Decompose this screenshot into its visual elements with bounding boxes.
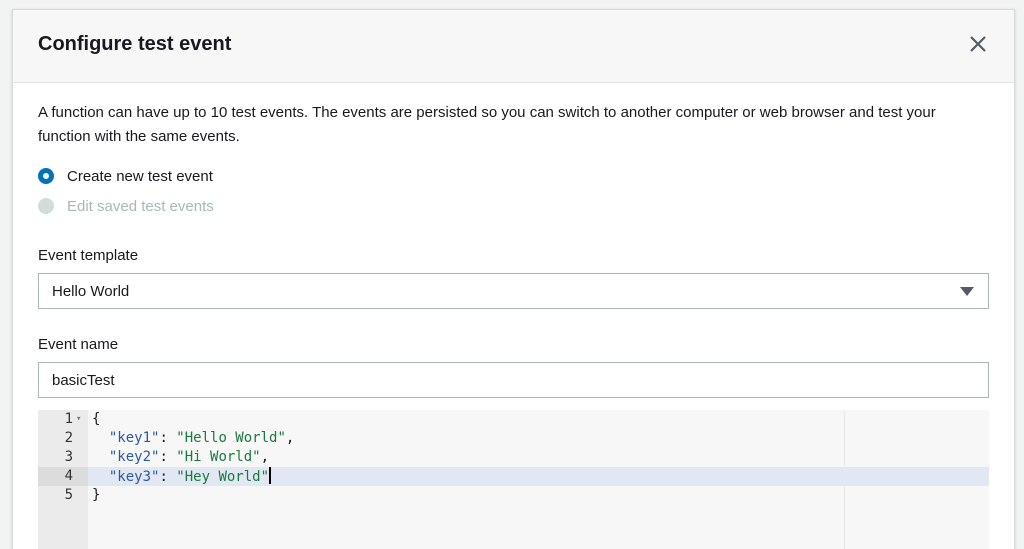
radio-selected-icon[interactable] bbox=[38, 168, 54, 184]
code-text: "key2": "Hi World", bbox=[108, 449, 270, 465]
event-template-select[interactable]: Hello World bbox=[38, 273, 989, 309]
event-template-value: Hello World bbox=[52, 282, 130, 300]
code-line[interactable]: 2 "key1": "Hello World", bbox=[38, 429, 989, 448]
json-key: "key2" bbox=[108, 449, 160, 465]
json-string: "Hi World" bbox=[176, 449, 261, 465]
modal-header: Configure test event bbox=[13, 10, 1014, 83]
line-number: 2 bbox=[64, 430, 73, 446]
line-number: 3 bbox=[64, 449, 73, 465]
code-text: "key1": "Hello World", bbox=[108, 430, 295, 446]
modal-description: A function can have up to 10 test events… bbox=[38, 104, 936, 145]
radio-label-edit-saved: Edit saved test events bbox=[67, 197, 214, 215]
fold-arrow-icon[interactable]: ▾ bbox=[76, 414, 82, 424]
code-brace-close: } bbox=[92, 487, 101, 503]
json-key: "key1" bbox=[108, 430, 160, 446]
text-cursor bbox=[269, 467, 272, 484]
radio-create-new-test-event[interactable]: Create new test event bbox=[38, 161, 989, 191]
line-number: 1 bbox=[64, 411, 73, 427]
json-string: "Hey World" bbox=[176, 469, 270, 485]
close-button[interactable] bbox=[966, 32, 990, 56]
test-event-mode-radio-group: Create new test event Edit saved test ev… bbox=[38, 161, 989, 221]
code-line[interactable]: 1 ▾ { bbox=[38, 410, 989, 429]
radio-edit-saved-test-events: Edit saved test events bbox=[38, 191, 989, 221]
json-code-editor[interactable]: 1 ▾ { 2 "key1": "Hello World", 3 "key2":… bbox=[38, 410, 989, 549]
background-edge-left bbox=[0, 12, 12, 549]
close-icon bbox=[970, 36, 986, 52]
code-text: } bbox=[92, 486, 100, 505]
event-template-label: Event template bbox=[38, 247, 139, 264]
code-line[interactable]: 3 "key2": "Hi World", bbox=[38, 448, 989, 467]
code-line-active[interactable]: 4 "key3": "Hey World" bbox=[38, 467, 989, 486]
json-string: "Hello World" bbox=[176, 430, 286, 446]
event-name-value: basicTest bbox=[52, 371, 115, 389]
event-name-label: Event name bbox=[38, 336, 119, 353]
json-key: "key3" bbox=[108, 469, 160, 485]
code-line[interactable]: 5 } bbox=[38, 486, 989, 505]
modal-title: Configure test event bbox=[38, 33, 232, 55]
dropdown-arrow-icon bbox=[960, 287, 974, 296]
radio-label-create-new: Create new test event bbox=[67, 167, 213, 185]
background-edge-right bbox=[1014, 12, 1024, 549]
code-brace-open: { bbox=[92, 411, 101, 427]
radio-disabled-icon bbox=[38, 198, 54, 214]
line-number: 5 bbox=[64, 487, 73, 503]
configure-test-event-modal: Configure test event A function can have… bbox=[12, 9, 1015, 549]
code-text: { bbox=[92, 410, 100, 429]
code-text: "key3": "Hey World" bbox=[108, 467, 272, 485]
line-number: 4 bbox=[38, 467, 88, 486]
modal-body: A function can have up to 10 test events… bbox=[13, 83, 1014, 549]
event-name-input[interactable]: basicTest bbox=[38, 362, 989, 398]
